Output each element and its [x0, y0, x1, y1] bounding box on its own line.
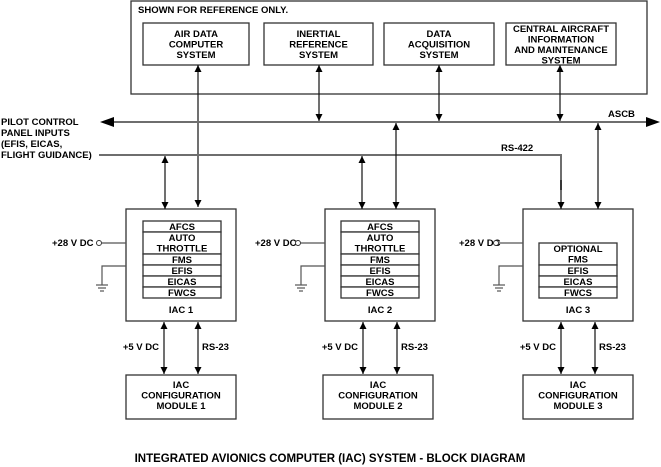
- svg-text:(EFIS, EICAS,: (EFIS, EICAS,: [1, 139, 62, 150]
- power-input-label: +28 V DC: [255, 238, 297, 249]
- link-power-label: +5 V DC: [123, 342, 159, 353]
- reference-system-label: SYSTEM: [541, 55, 580, 66]
- svg-text:FLIGHT GUIDANCE): FLIGHT GUIDANCE): [1, 150, 92, 161]
- iac-name: IAC 1: [169, 305, 194, 316]
- iac-function-label: EICAS: [167, 277, 196, 288]
- reference-system-label: AIR DATA: [174, 29, 218, 40]
- link-data-label: RS-23: [202, 342, 229, 353]
- power-terminal-icon: [493, 240, 499, 246]
- iac-function-label: EICAS: [365, 277, 394, 288]
- config-module-box: [322, 374, 434, 420]
- pilot-control-inputs-label: PILOT CONTROL PANEL INPUTS (EFIS, EICAS,…: [1, 117, 92, 161]
- iac-function-cell: [142, 286, 222, 299]
- iac-function-cell: [538, 286, 618, 299]
- reference-frame-label: SHOWN FOR REFERENCE ONLY.: [138, 5, 288, 16]
- iac-function-label: AUTO: [169, 233, 196, 244]
- iac-function-label: FWCS: [564, 288, 592, 299]
- ascb-arrow-left-icon: [100, 117, 114, 127]
- config-module-label: MODULE 2: [353, 401, 402, 412]
- reference-system-label: SYSTEM: [176, 50, 215, 61]
- ground-wire: [300, 265, 325, 285]
- power-input-label: +28 V DC: [459, 238, 501, 249]
- config-module-label: IAC: [370, 380, 387, 391]
- power-input-label: +28 V DC: [52, 238, 94, 249]
- reference-system-label: COMPUTER: [169, 40, 224, 51]
- diagram-caption: INTEGRATED AVIONICS COMPUTER (IAC) SYSTE…: [135, 453, 526, 465]
- config-module-label: CONFIGURATION: [141, 391, 221, 402]
- iac-function-label: THROTTLE: [355, 244, 406, 255]
- reference-system-label: INFORMATION: [528, 34, 594, 45]
- iac-function-label: THROTTLE: [157, 244, 208, 255]
- power-terminal-icon: [295, 240, 301, 246]
- config-module-box: [125, 374, 237, 420]
- reference-system-label: SYSTEM: [419, 50, 458, 61]
- iac-function-label: FMS: [172, 255, 192, 266]
- link-data-label: RS-23: [599, 342, 626, 353]
- svg-text:PILOT CONTROL: PILOT CONTROL: [1, 117, 79, 128]
- iac-function-label: EICAS: [563, 277, 592, 288]
- iac-name: IAC 3: [566, 305, 590, 316]
- iac-function-label: EFIS: [369, 266, 390, 277]
- ground-icon: [493, 284, 505, 292]
- iac-function-cell: [340, 286, 420, 299]
- power-terminal-icon: [96, 240, 102, 246]
- iac-function-label: EFIS: [567, 266, 588, 277]
- link-data-label: RS-23: [401, 342, 428, 353]
- reference-system-label: CENTRAL AIRCRAFT: [513, 24, 609, 35]
- iac-function-label: FWCS: [366, 288, 394, 299]
- iac-function-label: AFCS: [169, 222, 195, 233]
- config-module-label: MODULE 1: [156, 401, 206, 412]
- config-module-label: CONFIGURATION: [538, 391, 618, 402]
- ground-icon: [96, 284, 108, 292]
- ground-wire: [101, 265, 126, 285]
- iac-function-label: FMS: [370, 255, 390, 266]
- link-power-label: +5 V DC: [520, 342, 556, 353]
- ground-wire: [498, 265, 523, 285]
- rs422-bus: [99, 154, 562, 190]
- ascb-label: ASCB: [608, 109, 635, 120]
- reference-system-label: AND MAINTENANCE: [514, 45, 607, 56]
- config-module-label: CONFIGURATION: [338, 391, 418, 402]
- iac-function-label: FMS: [568, 255, 588, 266]
- iac-function-label: FWCS: [168, 288, 196, 299]
- svg-text:PANEL INPUTS: PANEL INPUTS: [1, 128, 70, 139]
- config-module-label: IAC: [570, 380, 587, 391]
- ascb-arrow-right-icon: [646, 117, 660, 127]
- ground-icon: [295, 284, 307, 292]
- iac-function-label: OPTIONAL: [553, 244, 602, 255]
- reference-system-label: DATA: [427, 29, 452, 40]
- iac-name: IAC 2: [368, 305, 392, 316]
- reference-system-label: REFERENCE: [289, 40, 348, 51]
- reference-system-label: ACQUISITION: [408, 40, 470, 51]
- config-module-label: MODULE 3: [553, 401, 602, 412]
- reference-system-label: SYSTEM: [299, 50, 338, 61]
- reference-system-label: INERTIAL: [297, 29, 341, 40]
- iac-function-label: AUTO: [367, 233, 394, 244]
- link-power-label: +5 V DC: [322, 342, 358, 353]
- config-module-box: [522, 374, 634, 420]
- config-module-label: IAC: [173, 380, 190, 391]
- iac-function-label: AFCS: [367, 222, 393, 233]
- rs422-label: RS-422: [501, 143, 533, 154]
- iac-function-label: EFIS: [171, 266, 192, 277]
